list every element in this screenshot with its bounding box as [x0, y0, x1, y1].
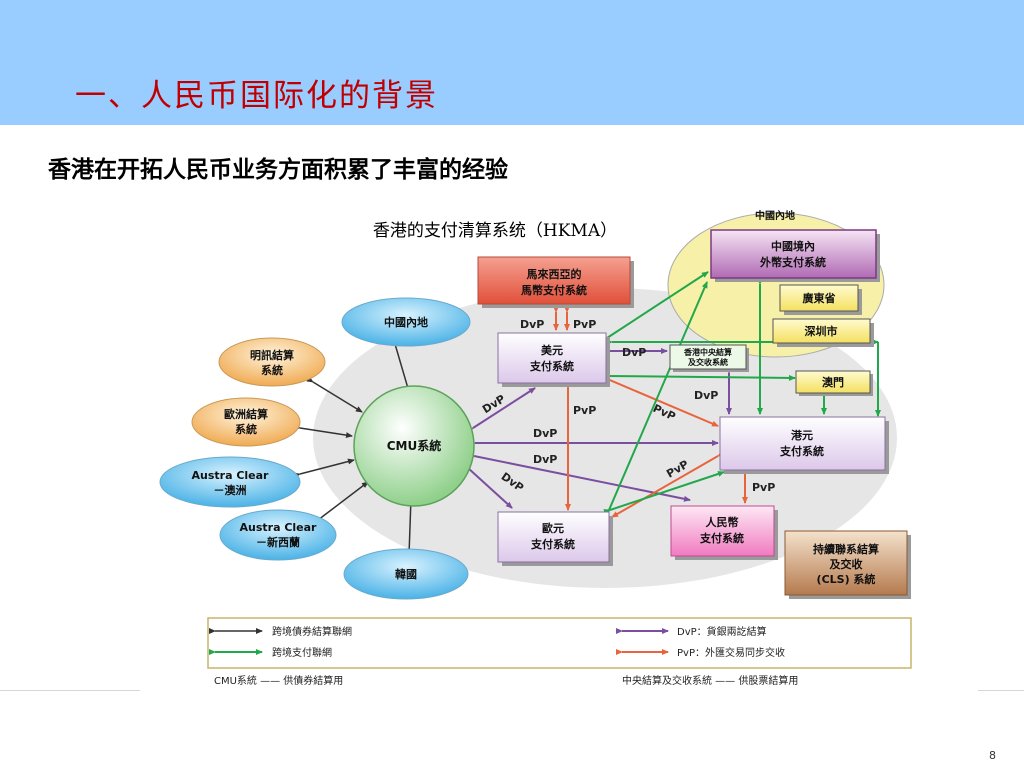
node-austraclear-new-zealand: Austra Clear －新西蘭 — [219, 509, 337, 561]
node-cls: 持續聯系結算 及交收 (CLS) 系統 — [784, 530, 911, 599]
node-malaysia-ringgit: 馬來西亞的 馬幣支付系統 — [477, 256, 634, 308]
node-korea: 韓國 — [343, 548, 469, 600]
note-ccass: 中央結算及交收系統 —— 供股票結算用 — [622, 674, 798, 687]
header-band — [0, 0, 1024, 125]
svg-text:及交收系統: 及交收系統 — [688, 357, 728, 367]
legend-label-payment: 跨境支付聯網 — [272, 646, 332, 659]
svg-text:馬來西亞的: 馬來西亞的 — [527, 267, 582, 281]
node-hkd-payment: 港元 支付系統 — [719, 416, 889, 474]
svg-text:明訊結算: 明訊結算 — [250, 348, 294, 362]
svg-text:韓國: 韓國 — [395, 567, 417, 581]
svg-text:香港中央結算: 香港中央結算 — [683, 347, 732, 357]
svg-text:中國境內: 中國境內 — [771, 239, 815, 253]
svg-text:系統: 系統 — [261, 363, 283, 377]
svg-text:澳門: 澳門 — [822, 375, 844, 389]
legend-label-bond: 跨境債券結算聯網 — [272, 625, 352, 638]
node-eur-payment: 歐元 支付系統 — [497, 511, 613, 566]
svg-text:系統: 系統 — [235, 422, 257, 436]
dvp-label: DvP — [520, 318, 544, 331]
dvp-label: DvP — [694, 389, 718, 402]
slide-title: 一、人民币国际化的背景 — [75, 78, 438, 114]
svg-text:支付系統: 支付系統 — [529, 359, 574, 373]
node-macau: 澳門 — [795, 370, 873, 396]
dvp-label: DvP — [533, 453, 557, 466]
dvp-label: DvP — [622, 346, 646, 359]
svg-text:美元: 美元 — [541, 343, 563, 357]
svg-text:(CLS) 系統: (CLS) 系統 — [817, 572, 876, 586]
svg-text:及交收: 及交收 — [830, 557, 863, 571]
svg-text:中國內地: 中國內地 — [384, 315, 428, 329]
svg-text:外幣支付系統: 外幣支付系統 — [759, 255, 826, 269]
svg-text:深圳市: 深圳市 — [805, 324, 838, 338]
svg-text:－新西蘭: －新西蘭 — [256, 535, 300, 549]
dvp-label: DvP — [533, 427, 557, 440]
slide-subtitle: 香港在开拓人民币业务方面积累了丰富的经验 — [48, 156, 508, 183]
svg-text:Austra Clear: Austra Clear — [192, 469, 270, 482]
legend-label-dvp: DvP：貨銀兩訖結算 — [677, 625, 767, 638]
node-hk-ccass: 香港中央結算 及交收系統 — [669, 344, 749, 372]
note-cmu: CMU系統 —— 供債券結算用 — [214, 674, 343, 687]
node-shenzhen: 深圳市 — [772, 318, 874, 347]
svg-text:－澳洲: －澳洲 — [214, 483, 247, 497]
svg-text:馬幣支付系統: 馬幣支付系統 — [521, 283, 587, 297]
svg-text:持續聯系結算: 持續聯系結算 — [813, 542, 879, 556]
mainland-region-label: 中國內地 — [755, 209, 795, 222]
node-guangdong: 廣東省 — [779, 284, 862, 315]
node-usd-payment: 美元 支付系統 — [497, 332, 610, 387]
svg-text:支付系統: 支付系統 — [779, 444, 824, 458]
svg-text:歐洲結算: 歐洲結算 — [224, 407, 268, 421]
node-china-mainland: 中國內地 — [341, 297, 471, 347]
node-mingxun: 明訊結算 系統 — [218, 337, 326, 387]
node-euroclear: 歐洲結算 系統 — [191, 397, 301, 447]
node-mainland-fx-payment: 中國境內 外幣支付系統 — [710, 229, 880, 282]
svg-text:人民幣: 人民幣 — [706, 515, 739, 529]
svg-text:Austra Clear: Austra Clear — [240, 521, 318, 534]
pvp-label: PvP — [573, 318, 596, 331]
legend-label-pvp: PvP：外匯交易同步交收 — [677, 646, 785, 659]
svg-text:支付系統: 支付系統 — [530, 537, 575, 551]
node-cmu: CMU系統 — [353, 385, 475, 507]
svg-text:港元: 港元 — [791, 428, 813, 442]
pvp-label: PvP — [573, 404, 596, 417]
svg-text:廣東省: 廣東省 — [803, 291, 836, 305]
node-rmb-payment: 人民幣 支付系統 — [670, 505, 778, 560]
pvp-label: PvP — [752, 481, 775, 494]
diagram-legend: 跨境債券結算聯網 跨境支付聯網 DvP：貨銀兩訖結算 PvP：外匯交易同步交收 — [207, 617, 912, 669]
svg-text:歐元: 歐元 — [542, 521, 564, 535]
page-number: 8 — [989, 749, 996, 762]
svg-text:支付系統: 支付系統 — [699, 531, 744, 545]
node-austraclear-australia: Austra Clear －澳洲 — [159, 456, 301, 508]
svg-text:CMU系統: CMU系統 — [387, 438, 442, 453]
diagram-caption: 香港的支付清算系统（HKMA） — [373, 221, 617, 241]
